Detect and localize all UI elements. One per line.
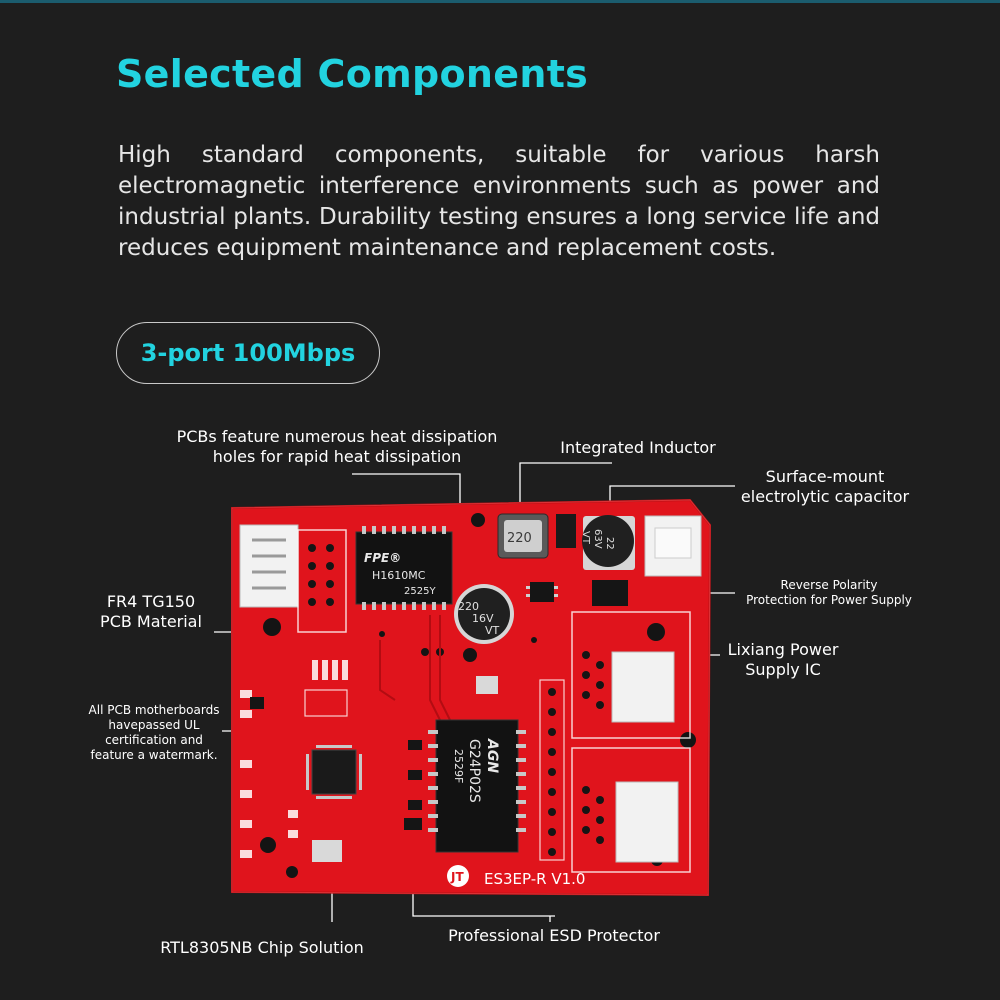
electrolytic-capacitor-2 — [458, 588, 510, 640]
port-1-outline — [571, 611, 691, 739]
svg-text:22: 22 — [604, 537, 615, 550]
esd-protectors — [404, 740, 422, 830]
magnetics-chip-2 — [435, 719, 519, 853]
rtl8305nb-chip — [311, 749, 357, 795]
port-2-outline — [571, 747, 691, 873]
pin-header — [539, 679, 565, 861]
magnetics-chip-1 — [355, 531, 453, 605]
callout-ul-certification: All PCB motherboards havepassed UL certi… — [88, 703, 220, 762]
callout-heat-dissipation: PCBs feature numerous heat dissipation h… — [176, 427, 498, 466]
input-connector — [239, 524, 299, 608]
callout-power-ic: Lixiang Power Supply IC — [727, 640, 839, 679]
port-spec-label: 3-port 100Mbps — [140, 339, 356, 367]
svg-text:63V: 63V — [592, 529, 603, 549]
brand-logo — [447, 865, 469, 887]
chip2-model: G24P02S — [466, 739, 482, 803]
port-1-connector — [611, 651, 675, 723]
port-2-connector — [615, 781, 679, 863]
callout-reverse-polarity: Reverse Polarity Protection for Power Su… — [746, 578, 912, 607]
reverse-polarity-diode — [592, 580, 628, 606]
board-model-label: ES3EP-R V1.0 — [484, 870, 585, 888]
svg-text:16V: 16V — [472, 612, 494, 625]
top-accent-line — [0, 0, 1000, 3]
power-supply-ic — [530, 582, 554, 602]
smd-diode — [556, 514, 576, 548]
inductor-marking: 220 — [507, 531, 532, 546]
callout-pcb-material: FR4 TG150 PCB Material — [100, 592, 202, 631]
callout-inductor: Integrated Inductor — [560, 438, 716, 457]
callout-esd-protector: Professional ESD Protector — [448, 926, 660, 945]
section-description: High standard components, suitable for v… — [118, 142, 880, 261]
crystal-oscillator — [312, 840, 342, 862]
section-title: Selected Components — [116, 52, 589, 96]
svg-text:VT: VT — [485, 624, 500, 637]
callout-capacitor: Surface-mount electrolytic capacitor — [740, 467, 910, 506]
chip1-brand: FPE® — [364, 551, 401, 565]
svg-text:VT: VT — [580, 531, 591, 545]
chip2-code: 2529F — [452, 749, 465, 783]
svg-text:JT: JT — [450, 870, 464, 884]
port-spec-badge: 3-port 100Mbps — [116, 322, 380, 384]
electrolytic-capacitor-1 — [582, 515, 634, 567]
svg-text:220: 220 — [458, 600, 479, 613]
chip1-code: 2525Y — [404, 586, 436, 597]
chip1-model: H1610MC — [372, 569, 426, 582]
callout-chip-solution: RTL8305NB Chip Solution — [160, 938, 364, 957]
chip2-brand: AGN — [484, 738, 500, 773]
